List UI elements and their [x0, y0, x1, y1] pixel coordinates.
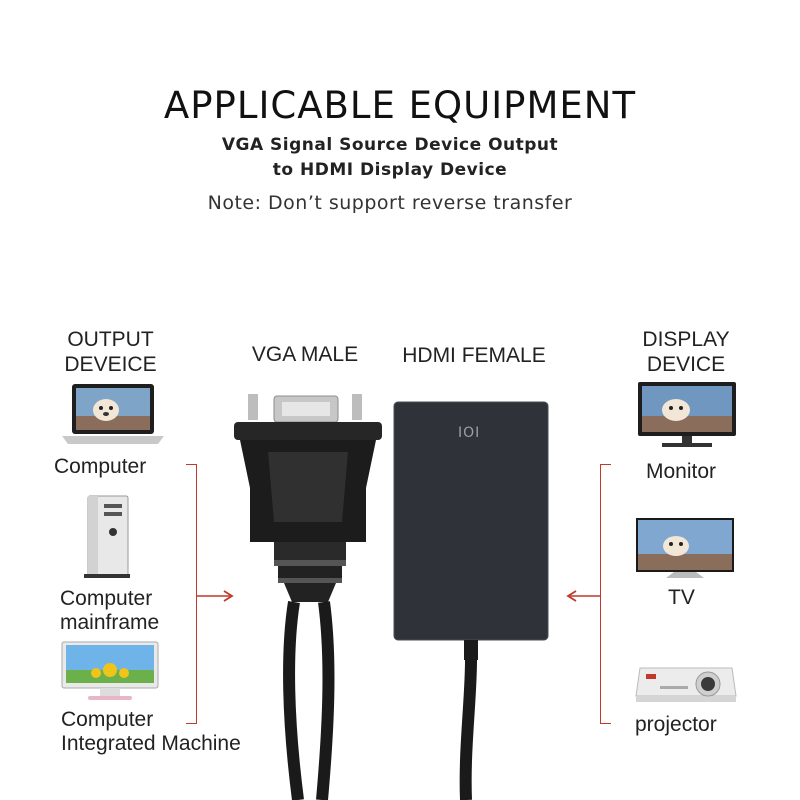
right-bracket: [600, 464, 611, 724]
left-item-2-label: Computer mainframe: [60, 587, 159, 635]
left-bracket: [186, 464, 197, 724]
laptop-icon: [60, 382, 166, 446]
all-in-one-pc-icon: [60, 640, 160, 702]
hdmi-adapter-box: [392, 400, 552, 800]
page-title: APPLICABLE EQUIPMENT: [163, 84, 637, 127]
tv-icon: [634, 516, 736, 580]
display-header-line-1: DISPLAY: [642, 328, 730, 351]
left-item-3-line-2: Integrated Machine: [61, 732, 241, 755]
pc-tower-icon: [82, 494, 132, 580]
note-text: Note: Don’t support reverse transfer: [207, 192, 573, 214]
left-item-3-line-1: Computer: [61, 708, 154, 731]
arrow-right-icon: [196, 589, 236, 603]
monitor-icon: [636, 380, 738, 450]
subtitle-line-1: VGA Signal Source Device Output: [221, 135, 559, 155]
vga-connector-icon: [228, 392, 388, 800]
left-item-3-label: Computer Integrated Machine: [61, 708, 241, 756]
output-device-header: OUTPUT DEVEICE: [48, 327, 173, 377]
projector-icon: [634, 660, 738, 706]
display-header-line-2: DEVICE: [646, 353, 726, 376]
vga-male-label: VGA MALE: [251, 343, 359, 366]
hdmi-logo-mark: IOI: [458, 425, 481, 441]
arrow-left-icon: [564, 589, 604, 603]
right-item-1-label: Monitor: [646, 460, 717, 483]
right-item-2-label: TV: [668, 586, 695, 609]
right-item-3-label: projector: [635, 713, 717, 736]
output-header-line-2: DEVEICE: [64, 353, 157, 376]
left-item-1-label: Computer: [54, 455, 147, 478]
left-item-2-line-1: Computer: [60, 587, 153, 610]
hdmi-female-label: HDMI FEMALE: [402, 344, 546, 367]
left-item-2-line-2: mainframe: [60, 611, 160, 634]
display-device-header: DISPLAY DEVICE: [630, 327, 742, 377]
output-header-line-1: OUTPUT: [67, 328, 154, 351]
subtitle-line-2: to HDMI Display Device: [272, 160, 508, 180]
